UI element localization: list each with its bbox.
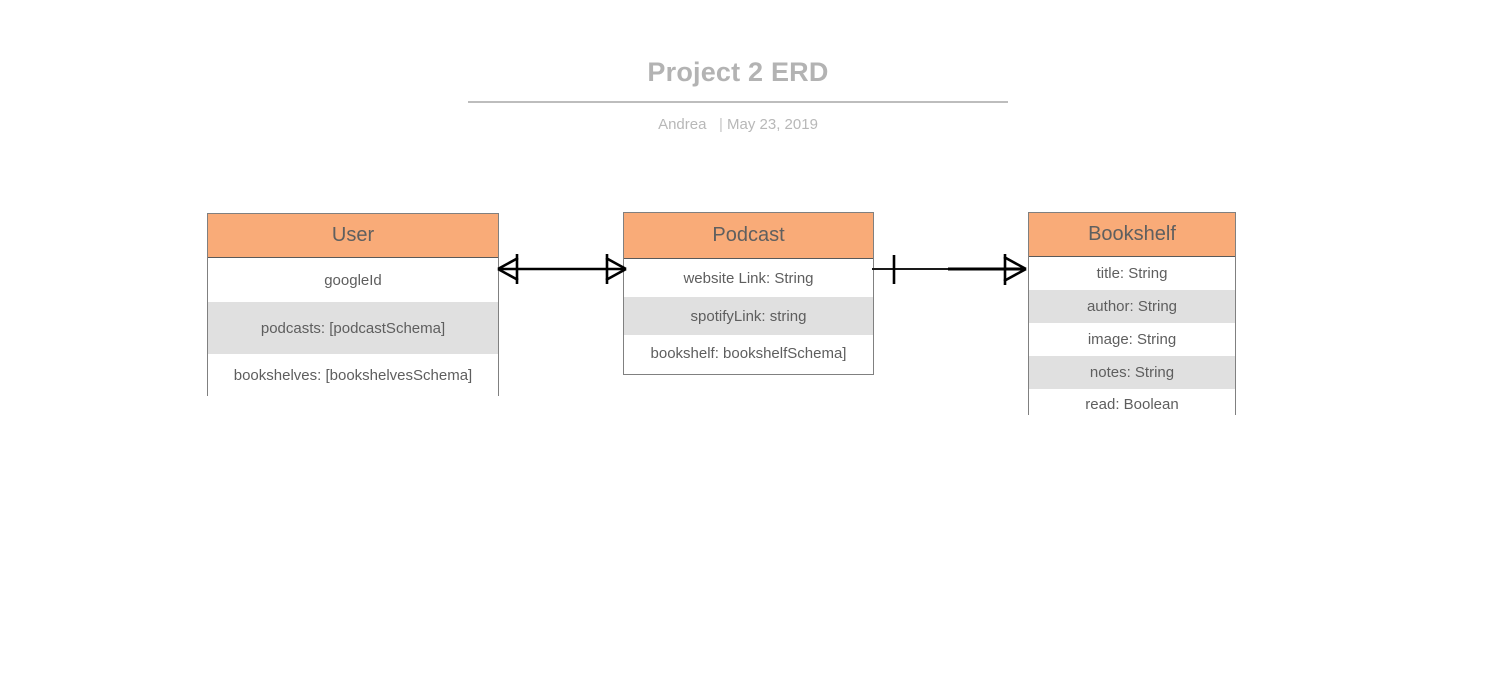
byline-author: Andrea <box>658 116 707 133</box>
byline-date: May 23, 2019 <box>727 116 818 133</box>
relationship-user-podcast[interactable] <box>492 248 632 290</box>
page-title: Project 2 ERD <box>647 57 829 87</box>
entity-field-list-bookshelf: title: String author: String image: Stri… <box>1029 257 1235 419</box>
entity-field-row: bookshelf: bookshelfSchema] <box>624 335 873 372</box>
entity-field-row: author: String <box>1029 290 1235 323</box>
entity-field-row: podcasts: [podcastSchema] <box>208 302 498 354</box>
entity-field-list-podcast: website Link: String spotifyLink: string… <box>624 259 873 372</box>
relationship-podcast-bookshelf[interactable] <box>870 248 1030 290</box>
entity-field-row: title: String <box>1029 257 1235 290</box>
entity-field-row: bookshelves: [bookshelvesSchema] <box>208 354 498 396</box>
entity-title-user: User <box>208 214 498 258</box>
entity-table-user[interactable]: User googleId podcasts: [podcastSchema] … <box>207 213 499 396</box>
entity-field-row: googleId <box>208 258 498 302</box>
entity-field-row: spotifyLink: string <box>624 297 873 335</box>
byline-separator: | <box>718 116 723 133</box>
entity-field-row: read: Boolean <box>1029 389 1235 419</box>
title-divider <box>468 101 1008 103</box>
entity-field-row: website Link: String <box>624 259 873 297</box>
entity-title-bookshelf: Bookshelf <box>1029 213 1235 257</box>
entity-table-podcast[interactable]: Podcast website Link: String spotifyLink… <box>623 212 874 375</box>
document-header: Project 2 ERD Andrea | May 23, 2019 <box>468 55 1008 135</box>
entity-field-row: notes: String <box>1029 356 1235 389</box>
entity-field-row: image: String <box>1029 323 1235 356</box>
entity-title-podcast: Podcast <box>624 213 873 259</box>
entity-field-list-user: googleId podcasts: [podcastSchema] books… <box>208 258 498 396</box>
byline: Andrea | May 23, 2019 <box>468 115 1008 135</box>
entity-table-bookshelf[interactable]: Bookshelf title: String author: String i… <box>1028 212 1236 419</box>
